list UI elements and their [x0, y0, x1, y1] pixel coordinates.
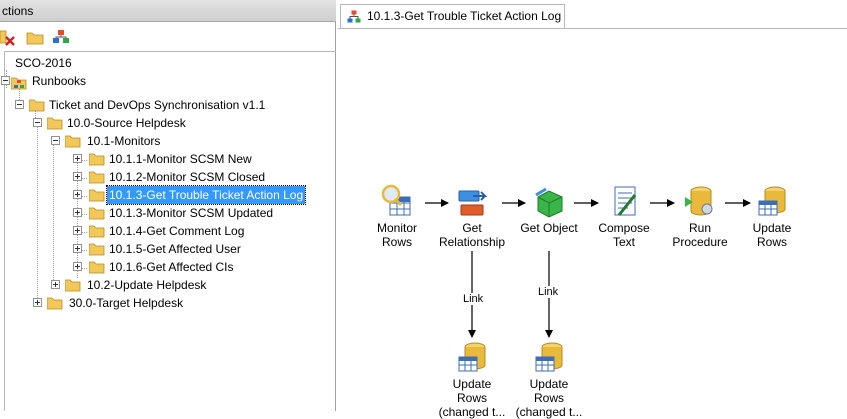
expand-icon[interactable] [73, 244, 82, 253]
tree-item-label: 10.1.5-Get Affected User [109, 242, 241, 256]
runbook-icon[interactable] [52, 28, 70, 46]
expand-icon[interactable] [73, 226, 82, 235]
explorer-toolbar [0, 24, 336, 50]
update-rows-icon [758, 186, 786, 216]
tab-strip: 10.1.3-Get Trouble Ticket Action Log [336, 0, 847, 28]
activity-label: Update Rows [452, 377, 492, 405]
activity-label: Relationship [438, 235, 506, 249]
tree-item-label: 10.1.3-Get Trouble Ticket Action Log [105, 185, 307, 205]
activity-label: Update Rows [752, 221, 792, 249]
folder-icon [46, 296, 63, 310]
activity-update-rows-changed-2[interactable]: Update Rows(changed t... [514, 339, 584, 419]
get-object-icon [535, 187, 563, 218]
update-rows-icon [458, 342, 486, 372]
tree-item-label: 10.1.6-Get Affected CIs [109, 260, 234, 274]
activity-label: Rows [381, 235, 412, 249]
activity-label: Text [612, 235, 635, 249]
tree-item-label: 10.1-Monitors [87, 134, 161, 148]
tree-item-label: 10.1.4-Get Comment Log [109, 224, 245, 238]
delete-icon[interactable] [0, 28, 18, 46]
folder-open-icon [64, 134, 81, 148]
folder-icon [88, 206, 105, 220]
activity-label: Update Rows [529, 377, 569, 405]
runbook-tree: SCO-2016 Runbooks Ticke [1, 51, 336, 411]
folder-icon [64, 278, 81, 292]
activity-label: Compose [598, 221, 650, 235]
collapse-icon[interactable] [1, 76, 10, 85]
folder-icon[interactable] [26, 28, 44, 46]
tree-item-label: 10.1.1-Monitor SCSM New [109, 152, 252, 166]
activity-label: Get [462, 221, 482, 235]
folder-open-icon [28, 98, 45, 112]
activity-label: Get Object [520, 221, 578, 235]
expand-icon[interactable] [51, 280, 60, 289]
compose-text-icon [614, 186, 637, 216]
monitor-rows-icon [381, 184, 411, 216]
tree-item-label: 30.0-Target Helpdesk [69, 296, 184, 310]
collapse-icon[interactable] [15, 100, 24, 109]
tree-item-label: 10.0-Source Helpdesk [67, 116, 186, 130]
folder-icon [88, 152, 105, 166]
collapse-icon[interactable] [51, 136, 60, 145]
connections-header-title: ctions [2, 4, 34, 18]
expand-icon[interactable] [73, 208, 82, 217]
runbook-explorer-pane: ctions [0, 0, 336, 411]
folder-icon [88, 188, 105, 202]
get-relationship-icon [458, 190, 488, 216]
folder-open-icon [46, 116, 63, 130]
update-rows-icon [535, 342, 563, 372]
expand-icon[interactable] [33, 298, 42, 307]
tree-item-label: Runbooks [32, 74, 87, 88]
activity-label: Run [688, 221, 711, 235]
tab-runbook[interactable]: 10.1.3-Get Trouble Ticket Action Log [340, 4, 565, 28]
tree-item-label: SCO-2016 [15, 56, 72, 70]
expand-icon[interactable] [73, 172, 82, 181]
activity-label: (changed t... [515, 405, 583, 419]
runbook-icon [347, 9, 361, 23]
folder-icon [88, 242, 105, 256]
link-label[interactable]: Link [462, 293, 485, 305]
activity-update-rows[interactable]: Update Rows [737, 183, 807, 249]
activity-label: Monitor [376, 221, 417, 235]
tree-item-label: 10.1.3-Monitor SCSM Updated [109, 206, 274, 220]
expand-icon[interactable] [73, 190, 82, 199]
folder-icon [88, 260, 105, 274]
tree-item-label: 10.1.2-Monitor SCSM Closed [109, 170, 266, 184]
expand-icon[interactable] [73, 262, 82, 271]
tab-label: 10.1.3-Get Trouble Ticket Action Log [367, 9, 562, 23]
run-procedure-icon [685, 186, 713, 216]
connections-header: ctions [0, 0, 336, 22]
runbooks-icon [10, 74, 27, 90]
activity-get-object[interactable]: Get Object [514, 183, 584, 235]
tree-item-label: Ticket and DevOps Synchronisation v1.1 [49, 98, 266, 112]
activity-label: Procedure [672, 235, 728, 249]
activity-update-rows-changed-1[interactable]: Update Rows(changed t... [437, 339, 507, 419]
folder-icon [88, 170, 105, 184]
expand-icon[interactable] [73, 154, 82, 163]
collapse-icon[interactable] [33, 118, 42, 127]
tree-item-label: 10.2-Update Helpdesk [87, 278, 207, 292]
folder-icon [88, 224, 105, 238]
activity-label: (changed t... [438, 405, 506, 419]
link-label[interactable]: Link [537, 286, 560, 298]
